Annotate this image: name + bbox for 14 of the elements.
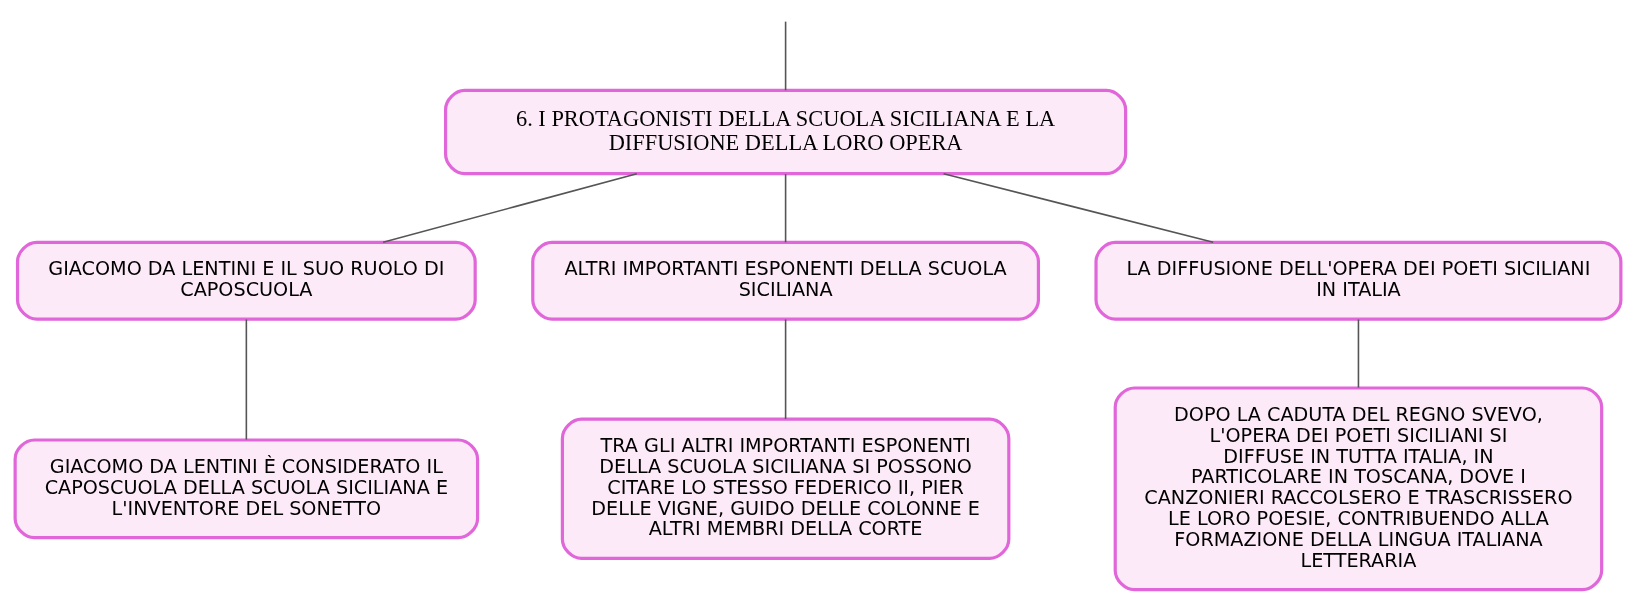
connector — [382, 172, 638, 243]
connector — [784, 318, 787, 420]
node-box: GIACOMO DA LENTINI E IL SUO RUOLO DI CAPOSCUOLA — [15, 240, 477, 321]
connector — [1357, 318, 1360, 388]
connector — [942, 172, 1214, 243]
connector — [784, 172, 787, 243]
connector — [245, 318, 248, 440]
node-box: 6. I PROTAGONISTI DELLA SCUOLA SICILIANA E LA DIFFUSIONE DELLA LORO OPERA — [443, 88, 1128, 175]
node-box: TRA GLI ALTRI IMPORTANTI ESPONENTI DELLA SCUOLA SICILIANA SI POSSONO CITARE LO STESSO FEDERICO II, PIER DELLE VIGNE, GUIDO DELLE COLONNE E ALTRI MEMBRI DELLA CORTE — [560, 417, 1011, 560]
connector — [784, 20, 787, 91]
node-box: ALTRI IMPORTANTI ESPONENTI DELLA SCUOLA SICILIANA — [531, 240, 1040, 321]
node-box: DOPO LA CADUTA DEL REGNO SVEVO, L'OPERA DEI POETI SICILIANI SI DIFFUSE IN TUTTA ITALIA, IN PARTICOLARE IN TOSCANA, DOVE I CANZONIERI RACCOLSERO E TRASCRISSERO LE LORO POESIE, CONTRIBUENDO ALLA FORMAZIONE DELLA LINGUA ITALIANA LETTERARIA — [1113, 385, 1604, 591]
node-box: LA DIFFUSIONE DELL'OPERA DEI POETI SICILIANI IN ITALIA — [1094, 240, 1623, 321]
node-box: GIACOMO DA LENTINI È CONSIDERATO IL CAPOSCUOLA DELLA SCUOLA SICILIANA E L'INVENTORE DEL SONETTO — [13, 437, 480, 539]
